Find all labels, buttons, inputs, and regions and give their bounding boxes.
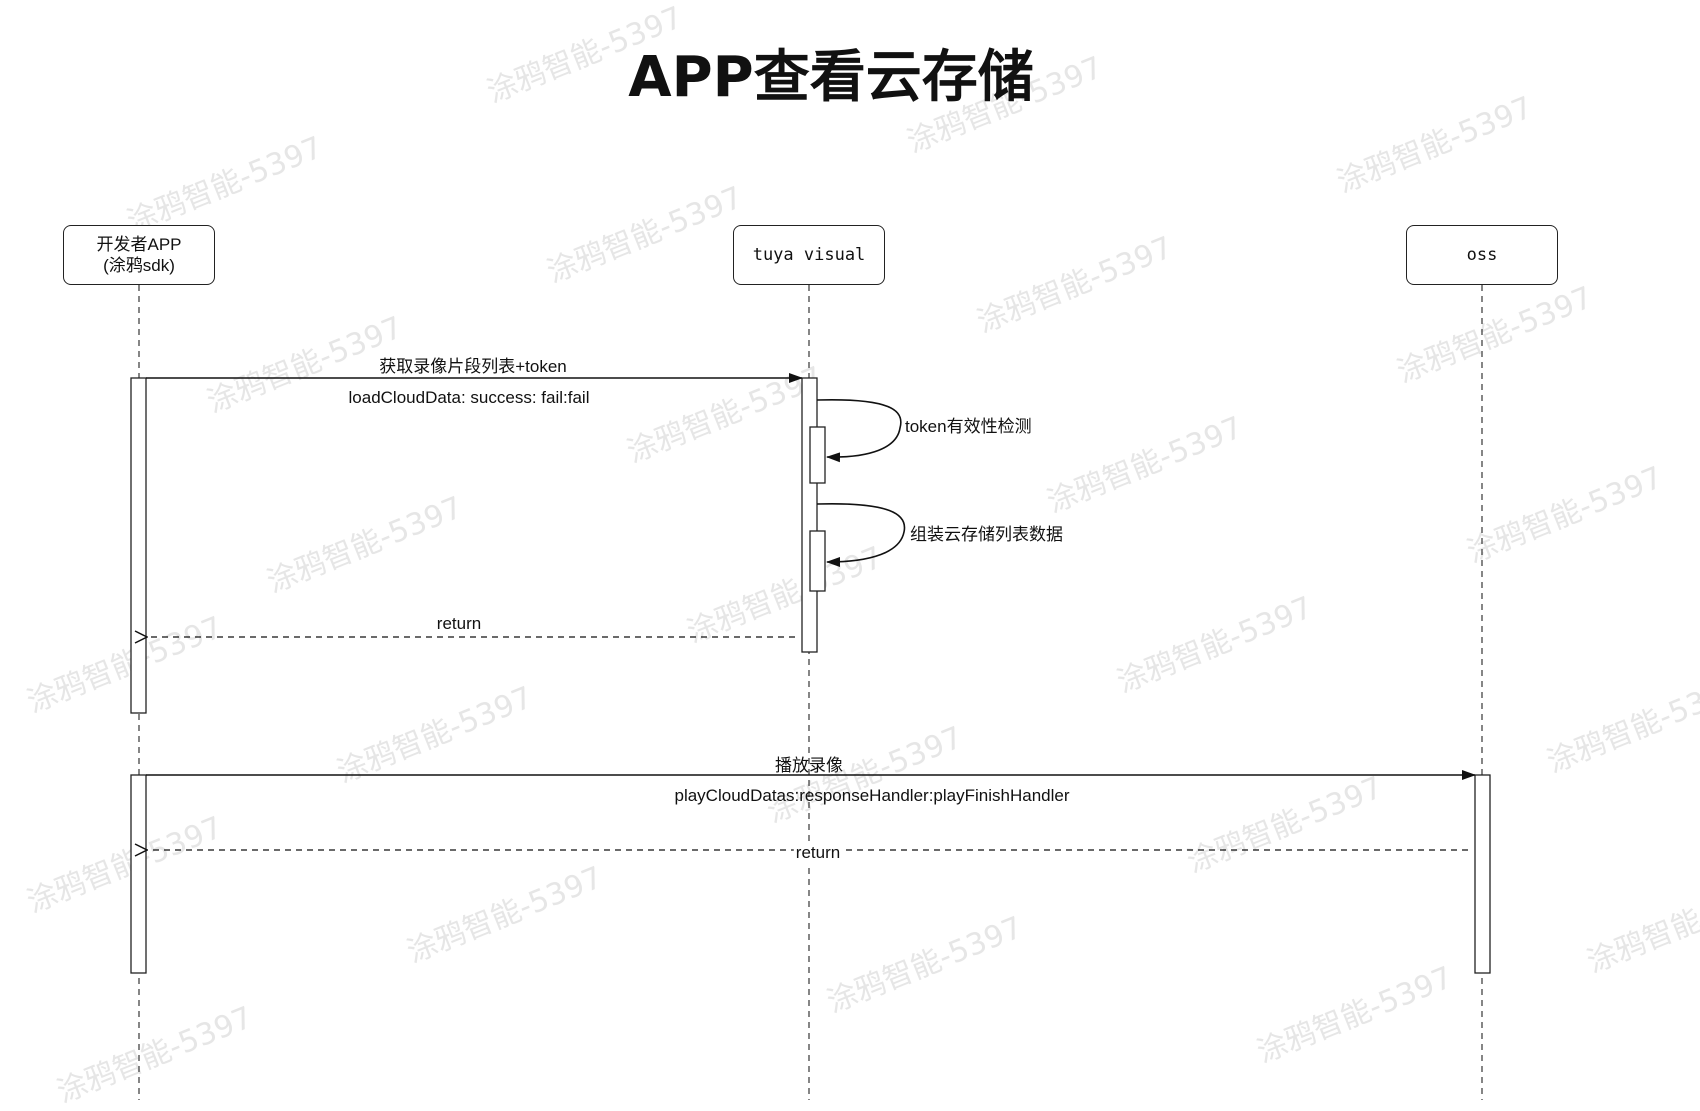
- self-message-assemble-list: [816, 502, 906, 567]
- activation-tuya-self-1: [809, 426, 826, 484]
- self-message-label-assemble-list: 组装云存储列表数据: [910, 525, 1063, 544]
- self-message-token-check: [816, 398, 902, 463]
- participant-tuya-visual: tuya visual: [733, 225, 885, 285]
- return-label-2: return: [793, 843, 843, 863]
- activation-app-2: [130, 774, 147, 974]
- message-label-get-list: 获取录像片段列表+token: [379, 357, 567, 376]
- participant-label: oss: [1466, 244, 1498, 265]
- message-label-play: 播放录像: [775, 756, 843, 775]
- activation-oss-1: [1474, 774, 1491, 974]
- return-label-1: return: [436, 614, 482, 633]
- activation-tuya-self-2: [809, 530, 826, 592]
- participant-sublabel: (涂鸦sdk): [103, 256, 175, 275]
- activation-app-1: [130, 377, 147, 714]
- participant-oss: oss: [1406, 225, 1558, 285]
- message-label-load-cloud-data: loadCloudData: success: fail:fail: [348, 388, 590, 407]
- participant-developer-app: 开发者APP (涂鸦sdk): [63, 225, 215, 285]
- activation-tuya-1: [801, 377, 818, 653]
- participant-label: 开发者APP: [96, 235, 182, 254]
- self-message-label-token-check: token有效性检测: [905, 417, 1032, 436]
- participant-label: tuya visual: [752, 244, 866, 265]
- diagram-title: APP查看云存储: [628, 45, 1034, 110]
- message-label-play-cloud-datas: playCloudDatas:responseHandler:playFinis…: [674, 786, 1070, 805]
